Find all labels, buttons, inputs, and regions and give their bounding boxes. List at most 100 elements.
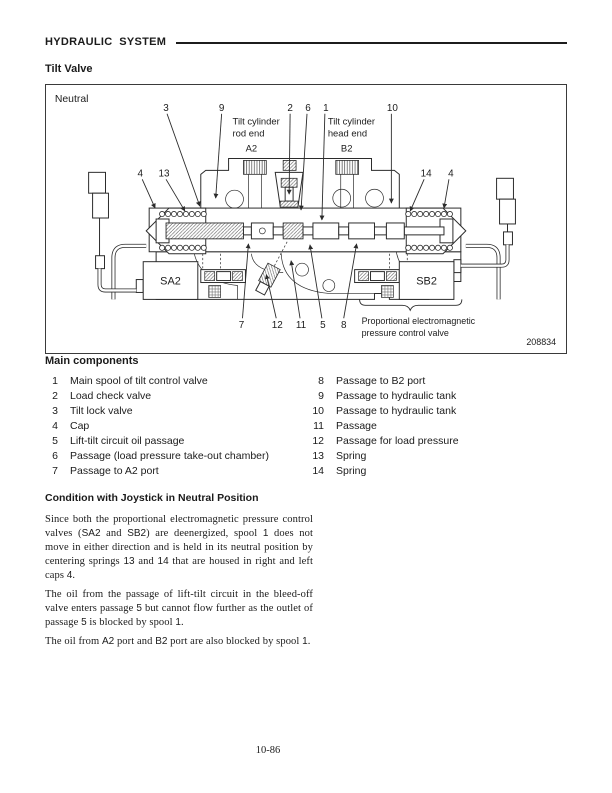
component-reference: SA2 xyxy=(81,528,101,539)
body-text: Since both the proportional electromagne… xyxy=(45,514,313,539)
component-number: 5 xyxy=(52,435,58,447)
component-item: 13 Spring xyxy=(311,449,567,464)
callout-number-12: 12 xyxy=(272,320,284,331)
valve-cross-section-figure: Neutral xyxy=(55,94,556,347)
left-pipe xyxy=(111,243,147,300)
component-label: Passage (load pressure take-out chamber) xyxy=(70,450,270,462)
right-pipe xyxy=(465,243,501,300)
body-text: ) are deenergized, spool xyxy=(146,528,263,539)
spring-coil xyxy=(446,244,453,251)
body-text: port are also blocked by spool xyxy=(167,636,303,647)
spring-coil xyxy=(423,211,430,218)
component-label: Spring xyxy=(336,450,367,462)
head-end-label-line1: Tilt cylinder xyxy=(328,116,375,127)
spring-coil xyxy=(165,211,172,218)
body-text: The oil from xyxy=(45,636,102,647)
callout-number-11: 11 xyxy=(296,320,307,331)
callout-leader-4 xyxy=(442,179,450,209)
callout-number-13: 13 xyxy=(159,168,171,179)
head-end-label-line2: head end xyxy=(328,128,367,139)
right-spring xyxy=(405,211,453,251)
component-reference: 1 xyxy=(262,528,269,539)
spring-coil xyxy=(440,211,447,218)
spring-coil xyxy=(159,244,166,251)
component-number: 1 xyxy=(52,375,58,387)
spring-coil xyxy=(417,211,424,218)
component-reference: SB2 xyxy=(127,528,147,539)
component-reference: 14 xyxy=(157,556,169,567)
component-number: 3 xyxy=(52,405,58,417)
body-text: and xyxy=(134,556,158,567)
callout-number-9: 9 xyxy=(219,103,225,114)
spring-coil xyxy=(194,211,201,218)
spring-coil xyxy=(176,244,183,251)
spring-coil xyxy=(188,211,195,218)
spring-coil xyxy=(182,211,189,218)
component-number: 9 xyxy=(318,390,324,402)
component-number: 14 xyxy=(312,465,324,477)
callout-leader-2 xyxy=(286,113,292,195)
callout-leader-11 xyxy=(289,260,301,319)
spring-coil xyxy=(188,244,195,251)
spring-coil xyxy=(171,211,177,218)
callout-number-1: 1 xyxy=(323,103,329,114)
body-text: and xyxy=(100,528,128,539)
component-number: 2 xyxy=(52,390,58,402)
header-rule xyxy=(176,41,567,44)
spring-coil xyxy=(194,244,201,251)
callout-leader-14 xyxy=(409,179,425,212)
component-reference: 1 xyxy=(175,617,181,628)
component-item: 14 Spring xyxy=(311,464,567,479)
condition-section: Condition with Joystick in Neutral Posit… xyxy=(45,492,313,654)
body-text: . xyxy=(72,570,76,581)
component-reference: B2 xyxy=(155,636,168,647)
component-number: 13 xyxy=(312,450,324,462)
callout-leader-6 xyxy=(298,113,308,211)
callout-number-6: 6 xyxy=(305,103,311,114)
main-spool xyxy=(165,222,445,240)
callout-leader-3 xyxy=(166,113,201,207)
right-pilot-valve xyxy=(354,253,408,298)
section-header: HYDRAULIC SYSTEM xyxy=(45,36,167,48)
spring-coil xyxy=(446,211,453,218)
body-text: does not move in either direction and is… xyxy=(45,528,313,567)
callout-number-8: 8 xyxy=(341,320,347,331)
body-text: is blocked by spool xyxy=(86,617,176,628)
component-number: 8 xyxy=(318,375,324,387)
component-label: Passage for load pressure xyxy=(336,435,459,447)
body-text: . xyxy=(180,617,184,628)
condition-paragraph: The oil from the passage of lift-tilt ci… xyxy=(45,588,313,630)
callout-number-10: 10 xyxy=(387,103,399,114)
spring-coil xyxy=(165,244,172,251)
component-label: Passage to hydraulic tank xyxy=(336,405,457,417)
page-number: 10-86 xyxy=(255,745,281,756)
component-label: Passage to B2 port xyxy=(336,375,426,387)
callout-number-4: 4 xyxy=(137,168,143,179)
rod-end-label-line1: Tilt cylinder xyxy=(233,116,280,127)
component-label: Spring xyxy=(336,465,367,477)
port-a2-passage xyxy=(243,160,267,209)
callout-leader-5 xyxy=(308,244,323,319)
component-label: Load check valve xyxy=(70,390,152,402)
component-reference: A2 xyxy=(102,636,115,647)
page-title: Tilt Valve xyxy=(45,63,93,75)
right-connector xyxy=(460,177,516,268)
rod-end-label-line2: rod end xyxy=(233,128,265,139)
port-a2-label: A2 xyxy=(246,143,258,154)
condition-paragraph: The oil from A2 port and B2 port are als… xyxy=(45,635,313,649)
left-solenoid-label: SA2 xyxy=(160,276,181,288)
port-b2-passage xyxy=(335,160,360,209)
spring-coil xyxy=(435,244,441,251)
figure-state-label: Neutral xyxy=(55,94,89,105)
condition-heading: Condition with Joystick in Neutral Posit… xyxy=(45,492,259,504)
callout-number-14: 14 xyxy=(421,168,433,179)
